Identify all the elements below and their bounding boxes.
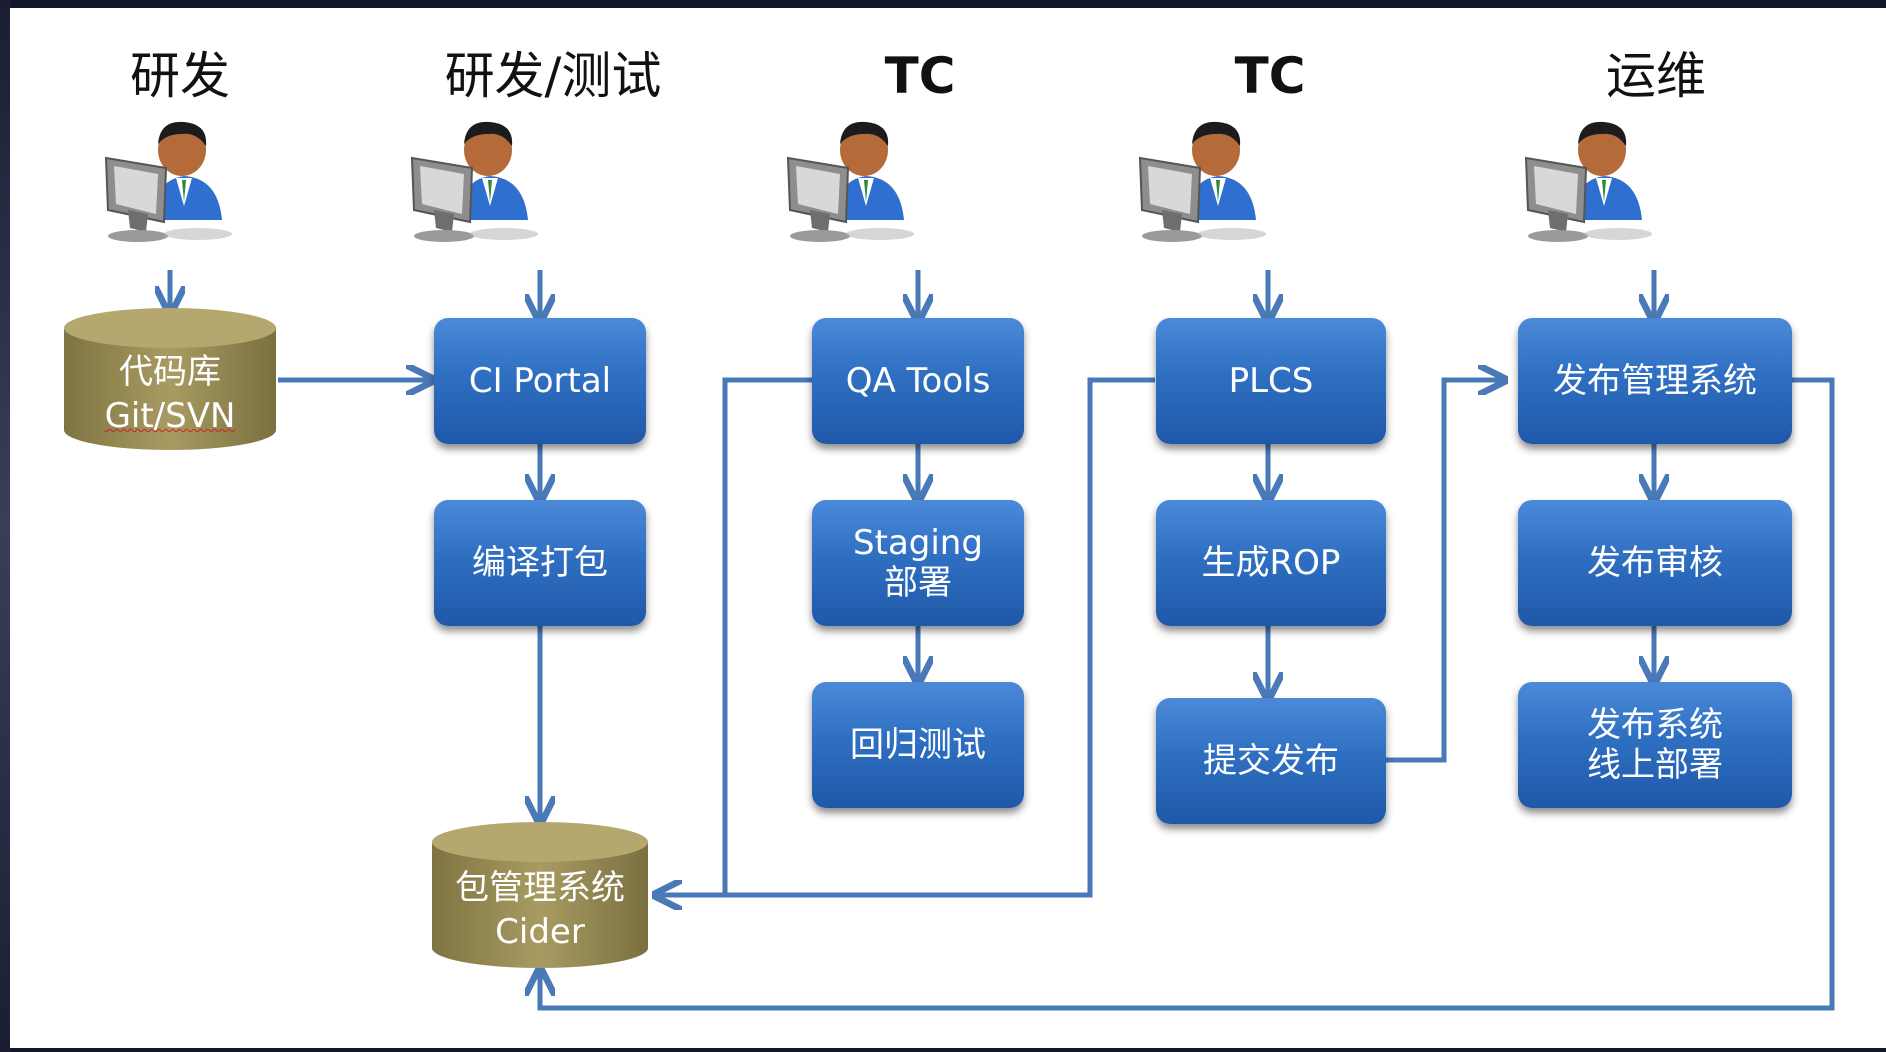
- line-qa-to-pkg: [722, 377, 812, 895]
- repo-label-line2: Git/SVN: [62, 394, 278, 438]
- role-title-tc-qa: TC: [884, 47, 956, 105]
- person-at-computer-icon: [410, 121, 538, 242]
- release-mgmt-label: 发布管理系统: [1553, 361, 1757, 401]
- code-repo-cylinder: 代码库 Git/SVN: [62, 306, 278, 456]
- online-deploy-label-line2: 线上部署: [1587, 745, 1723, 785]
- role-title-ops: 运维: [1606, 47, 1706, 105]
- online-deploy-label-line1: 发布系统: [1587, 705, 1723, 745]
- person-at-computer-icon: [104, 121, 232, 242]
- generate-rop-box[interactable]: 生成ROP: [1156, 500, 1386, 626]
- pkg-label-line2: Cider: [495, 912, 585, 952]
- person-at-computer-icon: [1138, 121, 1266, 242]
- submit-release-label: 提交发布: [1203, 741, 1339, 781]
- regression-test-box[interactable]: 回归测试: [812, 682, 1024, 808]
- ci-portal-label: CI Portal: [468, 361, 612, 401]
- plcs-label: PLCS: [1228, 361, 1314, 401]
- ci-portal-box[interactable]: CI Portal: [434, 318, 646, 444]
- compile-package-box[interactable]: 编译打包: [434, 500, 646, 626]
- repo-label-line1: 代码库: [119, 352, 221, 392]
- staging-deploy-box[interactable]: Staging 部署: [812, 500, 1024, 626]
- arrow-release-to-pkg: [540, 377, 1835, 1011]
- arrow-submit-to-release: [1386, 380, 1502, 763]
- pkg-label-line1: 包管理系统: [455, 868, 625, 908]
- cylinder-shape: [432, 822, 648, 968]
- person-at-computer-icon: [1524, 121, 1652, 242]
- release-mgmt-box[interactable]: 发布管理系统: [1518, 318, 1792, 444]
- flow-connectors: [10, 270, 1835, 1011]
- staging-label-line2: 部署: [884, 563, 952, 603]
- staging-label-line1: Staging: [853, 523, 983, 563]
- slide-canvas: 研发 研发/测试 TC TC 运维: [10, 8, 1886, 1048]
- generate-rop-label: 生成ROP: [1201, 543, 1341, 583]
- repo-label-git: Git/SVN: [104, 396, 236, 436]
- plcs-box[interactable]: PLCS: [1156, 318, 1386, 444]
- role-title-dev: 研发: [130, 47, 230, 105]
- release-review-label: 发布审核: [1587, 543, 1723, 583]
- regression-test-label: 回归测试: [850, 725, 986, 765]
- window-frame-shadow: [0, 0, 10, 1052]
- compile-package-label: 编译打包: [472, 543, 608, 583]
- person-at-computer-icon: [786, 121, 914, 242]
- role-title-tc-plcs: TC: [1234, 47, 1306, 105]
- package-mgmt-cylinder: 包管理系统 Cider: [430, 820, 650, 974]
- online-deploy-box[interactable]: 发布系统 线上部署: [1518, 682, 1792, 808]
- role-title-devtest: 研发/测试: [444, 47, 662, 105]
- cylinder-shape: [64, 308, 276, 450]
- release-review-box[interactable]: 发布审核: [1518, 500, 1792, 626]
- line-plcs-to-pkg: [658, 377, 1155, 895]
- submit-release-box[interactable]: 提交发布: [1156, 698, 1386, 824]
- qa-tools-label: QA Tools: [845, 361, 991, 401]
- qa-tools-box[interactable]: QA Tools: [812, 318, 1024, 444]
